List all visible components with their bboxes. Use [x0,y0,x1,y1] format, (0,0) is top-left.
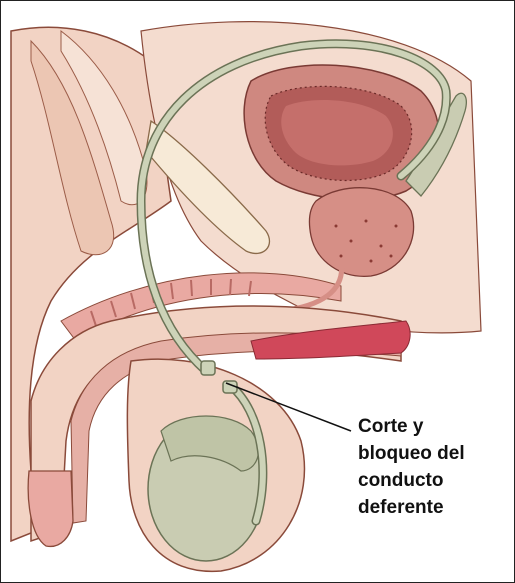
callout-line-1: Corte y [358,413,508,440]
callout-label: Corte y bloqueo del conducto deferente [358,413,508,521]
callout-line-3: conducto [358,467,508,494]
callout-line-2: bloqueo del [358,440,508,467]
vas-cut-upper [201,361,215,375]
callout-line-4: deferente [358,494,508,521]
